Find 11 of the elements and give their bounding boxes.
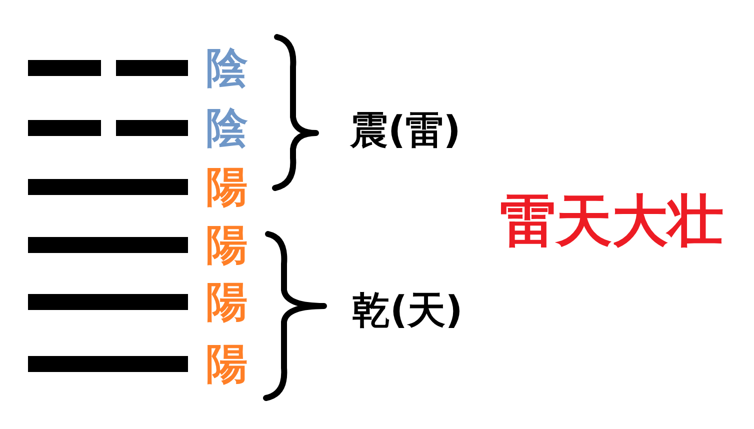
line-label: 陰 [206,107,248,149]
line-label: 陽 [206,224,248,266]
trigram-label: 乾(天) [352,291,463,329]
broken-line [28,60,188,76]
trigram-label: 震(雷) [350,111,461,149]
line-label: 陽 [206,343,248,385]
line-label: 陽 [206,281,248,323]
hexagram-title: 雷天大壮 [500,194,724,250]
line-label: 陽 [206,166,248,208]
broken-line [28,120,188,136]
line-label: 陰 [206,47,248,89]
